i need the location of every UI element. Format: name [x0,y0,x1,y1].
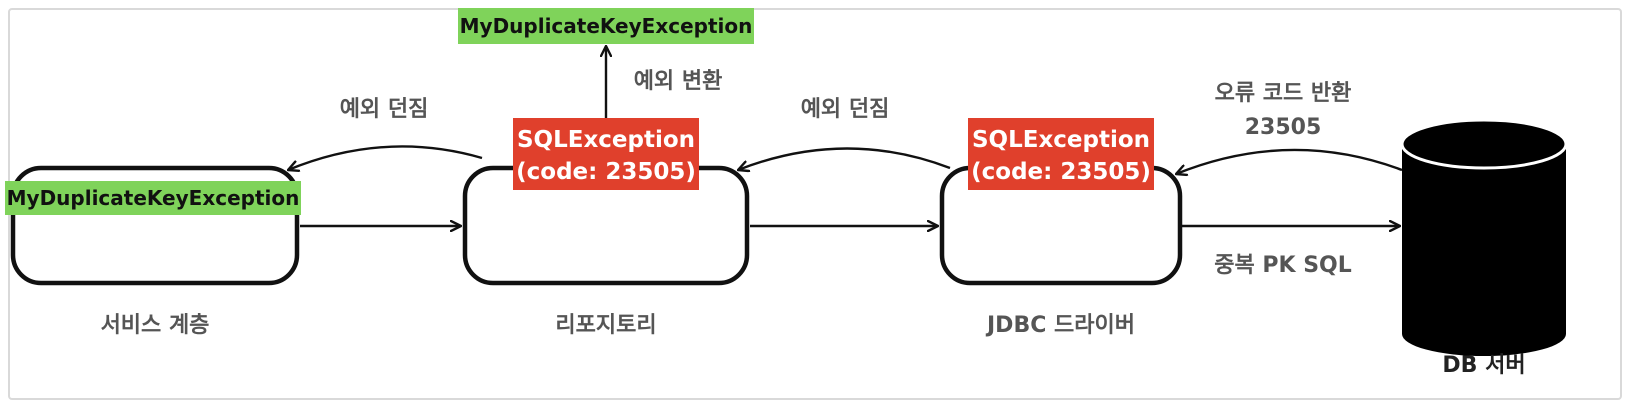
sql-exception-repository-line1: SQLException [517,127,695,153]
label-db-server: DB 서버 [1442,353,1525,378]
sql-exception-jdbc-badge [968,118,1154,190]
arrow-throw-to-repository [738,147,951,170]
label-error-code-return: 오류 코드 반환 [1215,81,1352,106]
my-duplicate-exception-service-badge [5,181,301,215]
sql-exception-repository-badge [513,118,699,190]
label-throw-to-repository: 예외 던짐 [801,97,890,122]
sql-exception-jdbc-line2: (code: 23505) [971,159,1151,185]
my-duplicate-exception-top-text: MyDuplicateKeyException [460,14,753,38]
label-exception-convert: 예외 변환 [634,69,723,94]
sql-exception-jdbc-line1: SQLException [972,127,1150,153]
sql-exception-repository-line2: (code: 23505) [516,159,696,185]
label-jdbc-driver: JDBC 드라이버 [985,313,1135,338]
label-error-code-value: 23505 [1245,115,1322,140]
my-duplicate-exception-service-text: MyDuplicateKeyException [7,186,300,210]
database-icon [1400,118,1568,356]
arrow-throw-to-service [288,145,483,170]
label-service-layer: 서비스 계층 [101,313,210,338]
my-duplicate-exception-top-badge [458,8,754,44]
arrow-error-code-to-jdbc [1176,148,1403,174]
label-throw-to-service: 예외 던짐 [340,97,429,122]
label-duplicate-pk-sql: 중복 PK SQL [1214,253,1352,278]
label-repository: 리포지토리 [555,313,656,338]
